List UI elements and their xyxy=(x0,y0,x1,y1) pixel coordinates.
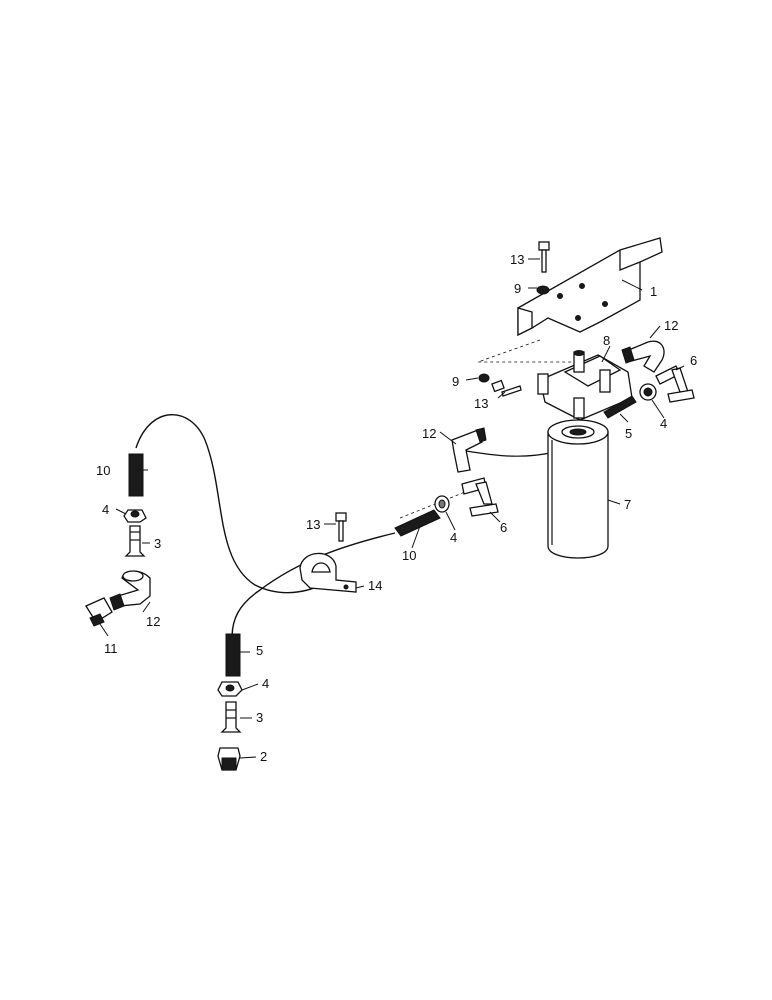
callout-6-center: 6 xyxy=(500,520,507,535)
bolt-clamp xyxy=(335,512,347,542)
mount-dashed-line-1 xyxy=(477,339,596,363)
clamp-center xyxy=(434,495,450,513)
hose-upper-left xyxy=(135,414,331,594)
callout-12-top: 12 xyxy=(664,318,678,333)
callout-1: 1 xyxy=(650,284,657,299)
hose-coil-left xyxy=(128,453,144,497)
callout-13-top: 13 xyxy=(510,252,524,267)
callout-14: 14 xyxy=(368,578,382,593)
connector-fitting xyxy=(85,597,113,627)
callout-labels: 13 9 1 12 8 6 9 13 5 4 12 7 6 4 10 13 14… xyxy=(96,252,697,764)
filter-head xyxy=(537,350,633,421)
callout-10-center: 10 xyxy=(402,548,416,563)
callout-11: 11 xyxy=(104,641,118,656)
leader-lines xyxy=(99,258,685,759)
callout-13-left: 13 xyxy=(474,396,488,411)
hose-coil-right xyxy=(603,395,637,419)
adapter-fitting xyxy=(217,747,241,771)
callout-4-center: 4 xyxy=(450,530,457,545)
washer-left xyxy=(478,373,490,383)
tee-fitting-right xyxy=(655,365,695,403)
clamp-lower xyxy=(217,681,243,697)
hose-coil-lower xyxy=(225,633,241,677)
hose-lower-left xyxy=(231,532,396,639)
callout-12-left: 12 xyxy=(146,614,160,629)
hose-center-to-filter xyxy=(459,449,556,457)
bolt-top xyxy=(538,241,550,273)
hose-barb-lower xyxy=(220,701,242,733)
callout-4-lower: 4 xyxy=(262,676,269,691)
callout-9-top: 9 xyxy=(514,281,521,296)
elbow-top-right xyxy=(621,340,665,373)
bolt-left xyxy=(491,379,522,397)
callout-6-right: 6 xyxy=(690,353,697,368)
callout-10-left: 10 xyxy=(96,463,110,478)
elbow-center xyxy=(451,427,487,473)
callout-8: 8 xyxy=(603,333,610,348)
elbow-left xyxy=(109,570,151,611)
mounting-bracket xyxy=(517,237,663,337)
callout-9-left: 9 xyxy=(452,374,459,389)
callout-7: 7 xyxy=(624,497,631,512)
hose-clamp-bracket xyxy=(299,552,357,593)
callout-4-left: 4 xyxy=(102,502,109,517)
callout-12-center: 12 xyxy=(422,426,436,441)
hose-lines xyxy=(135,339,596,639)
callout-13-clamp: 13 xyxy=(306,517,320,532)
washer-top xyxy=(536,285,550,295)
clamp-right xyxy=(639,383,657,401)
filter-element xyxy=(547,419,609,559)
hose-barb-left xyxy=(124,525,146,557)
clamp-left xyxy=(123,509,147,523)
callout-4-right: 4 xyxy=(660,416,667,431)
callout-3-lower: 3 xyxy=(256,710,263,725)
callout-2: 2 xyxy=(260,749,267,764)
callout-5-right: 5 xyxy=(625,426,632,441)
callout-3-left: 3 xyxy=(154,536,161,551)
hose-coil-center xyxy=(394,509,441,537)
tee-fitting-center xyxy=(461,477,499,517)
callout-5-lower: 5 xyxy=(256,643,263,658)
